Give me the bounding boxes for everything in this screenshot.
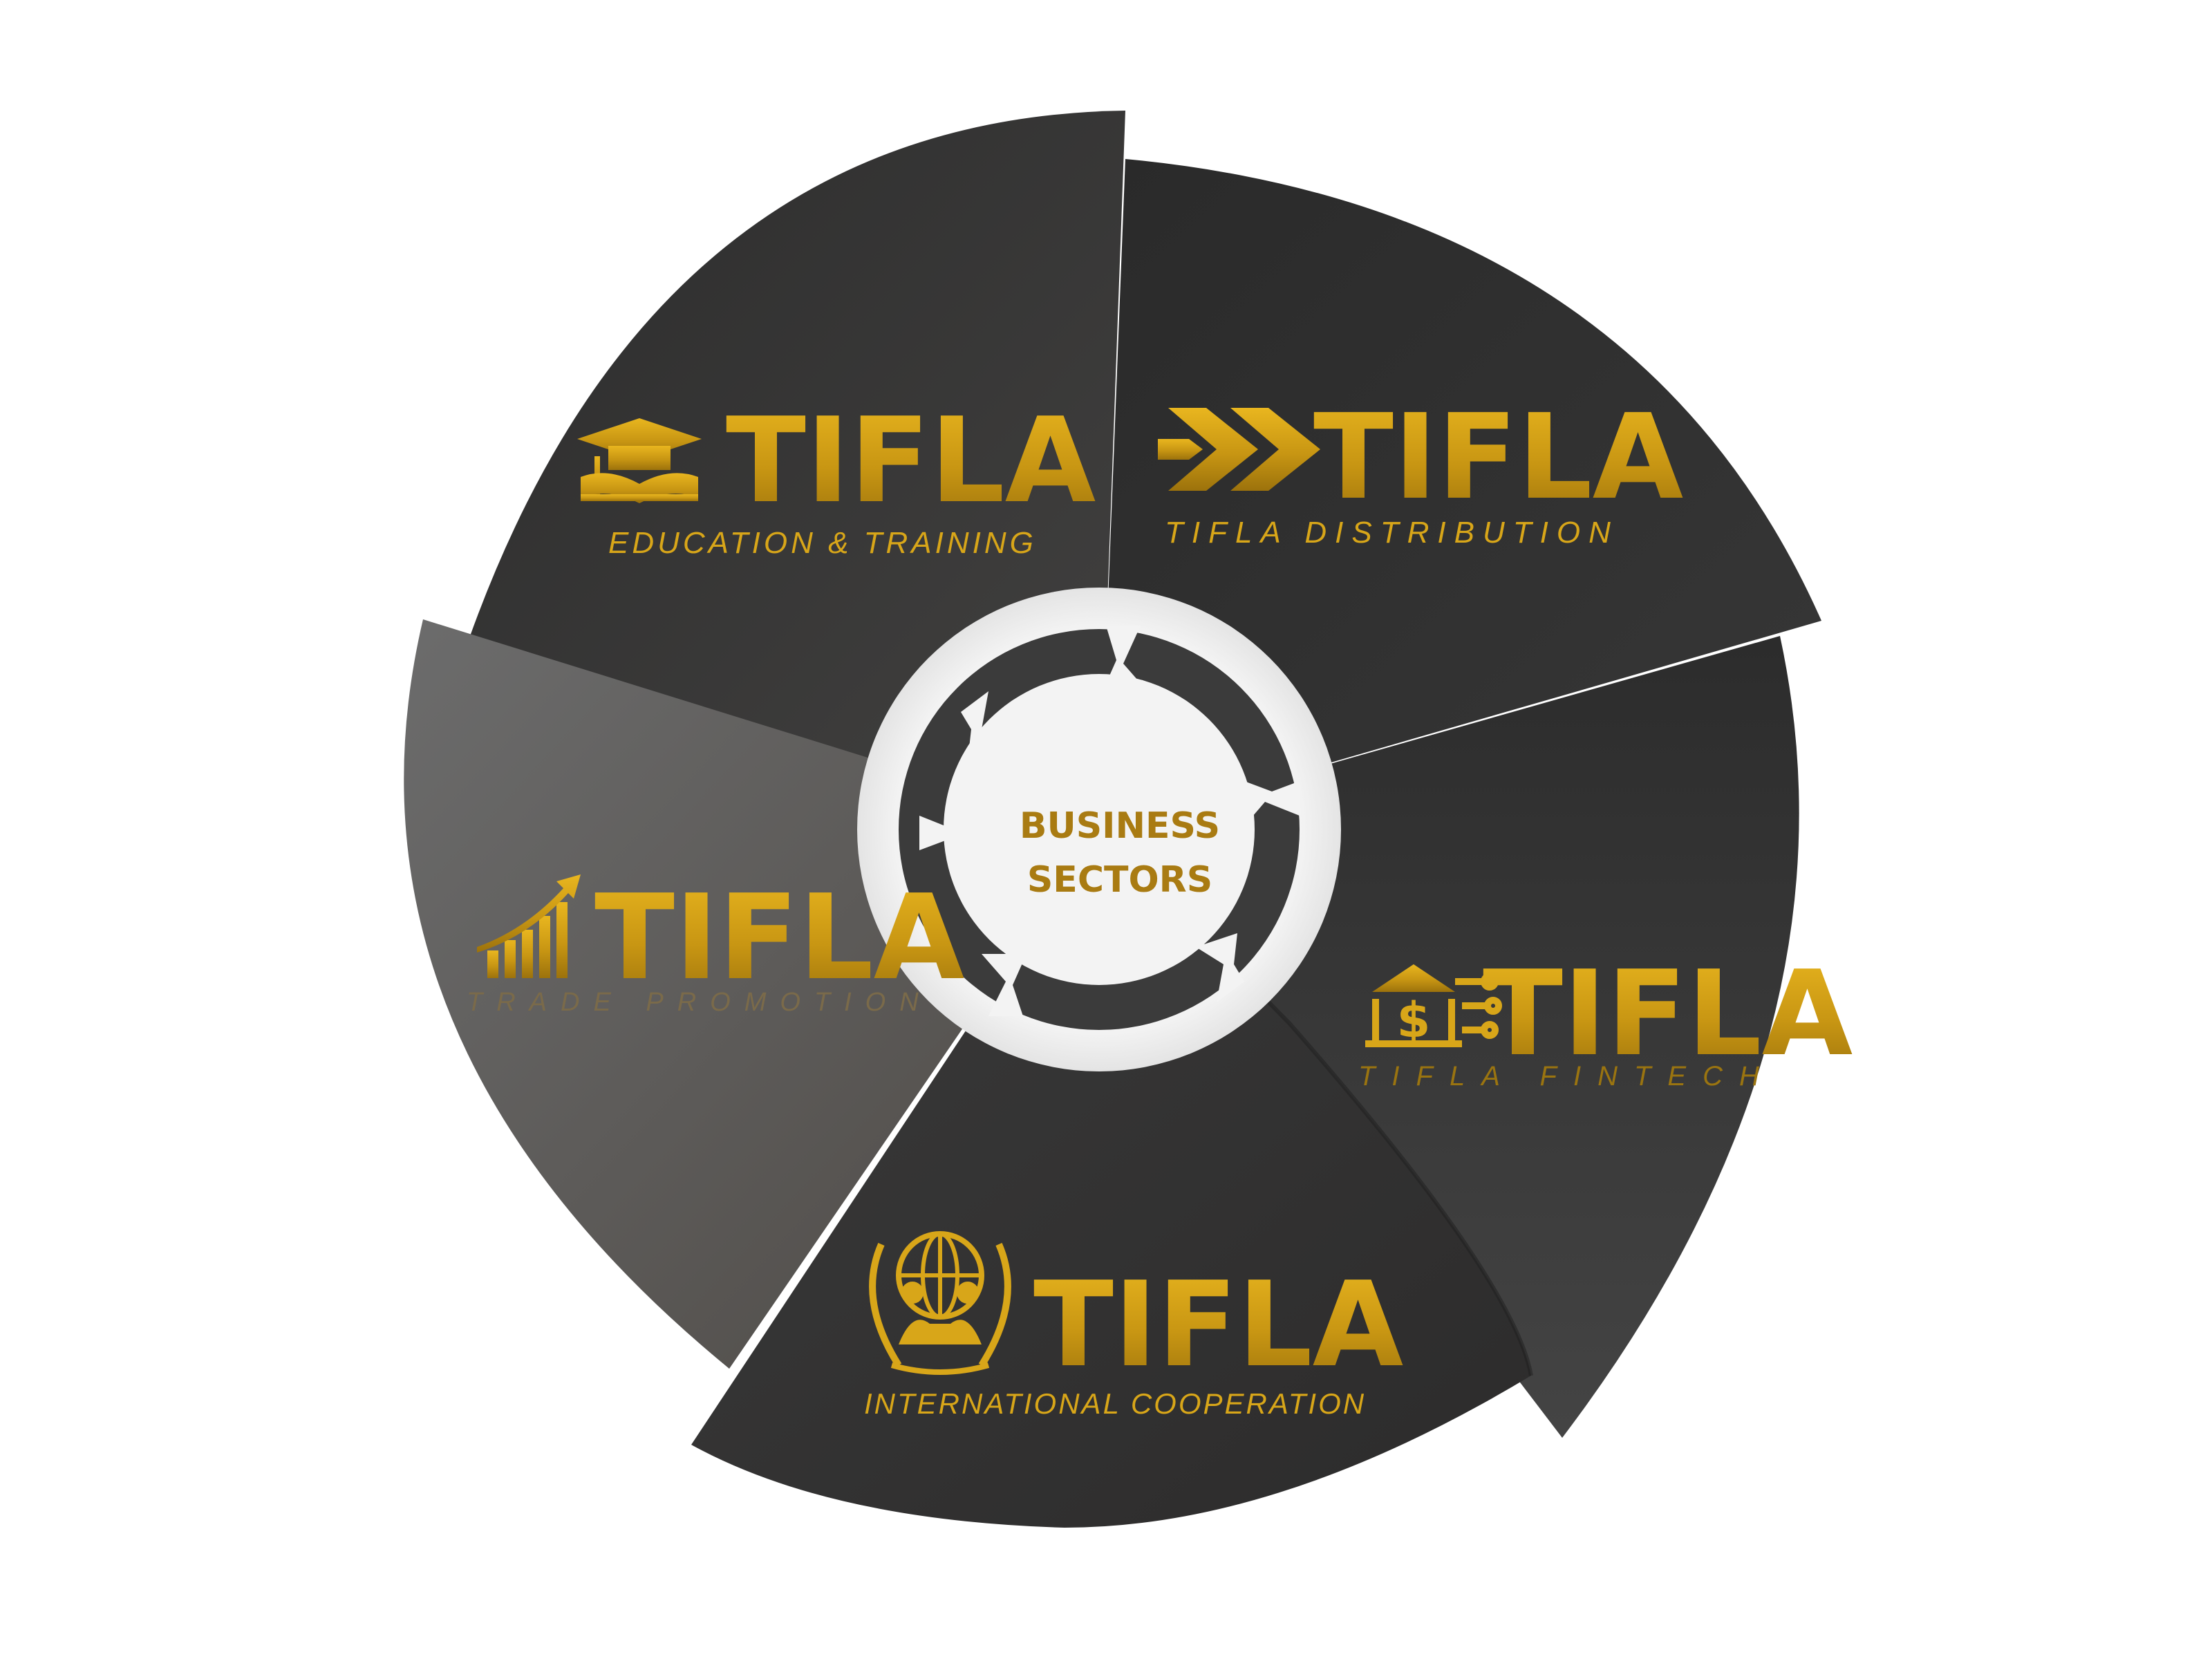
brand-fintech: TIFLA [1483,946,1853,1082]
brand-distribution: TIFLA [1313,389,1683,526]
logo-education: TIFLA EDUCATION & TRAINING [577,393,1096,560]
center-hub: BUSINESS SECTORS [857,588,1341,1071]
logo-cooperation: TIFLA INTERNATIONAL COOPERATION [864,1231,1403,1420]
chevrons-right-icon [1158,408,1320,491]
logo-trade: TIFLA TRADE PROMOTION [467,870,964,1017]
bank-circuit-icon [1365,964,1502,1047]
center-title-line1: BUSINESS [1020,805,1220,847]
center-title-line2: SECTORS [1027,859,1212,901]
segment-divider [1097,827,1533,1376]
segment-distribution [1099,159,1821,830]
brand-trade: TIFLA [594,870,964,1006]
subtitle-distribution: TIFLA DISTRIBUTION [1165,516,1619,550]
wheel [404,111,1821,1528]
subtitle-education: EDUCATION & TRAINING [608,526,1037,560]
segment-international-cooperation [691,830,1531,1528]
dollar-sign-icon: $ [1397,992,1431,1049]
logo-distribution: TIFLA TIFLA DISTRIBUTION [1158,389,1683,550]
subtitle-trade: TRADE PROMOTION [467,988,932,1017]
subtitle-fintech: TIFLA FINTECH [1358,1061,1776,1091]
center-disc [944,674,1255,985]
globe-handshake-laurel-icon [869,1231,1011,1375]
brand-education: TIFLA [726,393,1096,529]
cycle-arrows-icon [919,626,1300,1016]
brand-cooperation: TIFLA [1033,1257,1403,1394]
subtitle-cooperation: INTERNATIONAL COOPERATION [864,1387,1366,1420]
logo-fintech: $ TIFLA TIFLA FINTECH [1358,946,1853,1091]
growth-chart-arrow-icon [477,874,581,978]
graduation-book-icon [577,418,702,503]
